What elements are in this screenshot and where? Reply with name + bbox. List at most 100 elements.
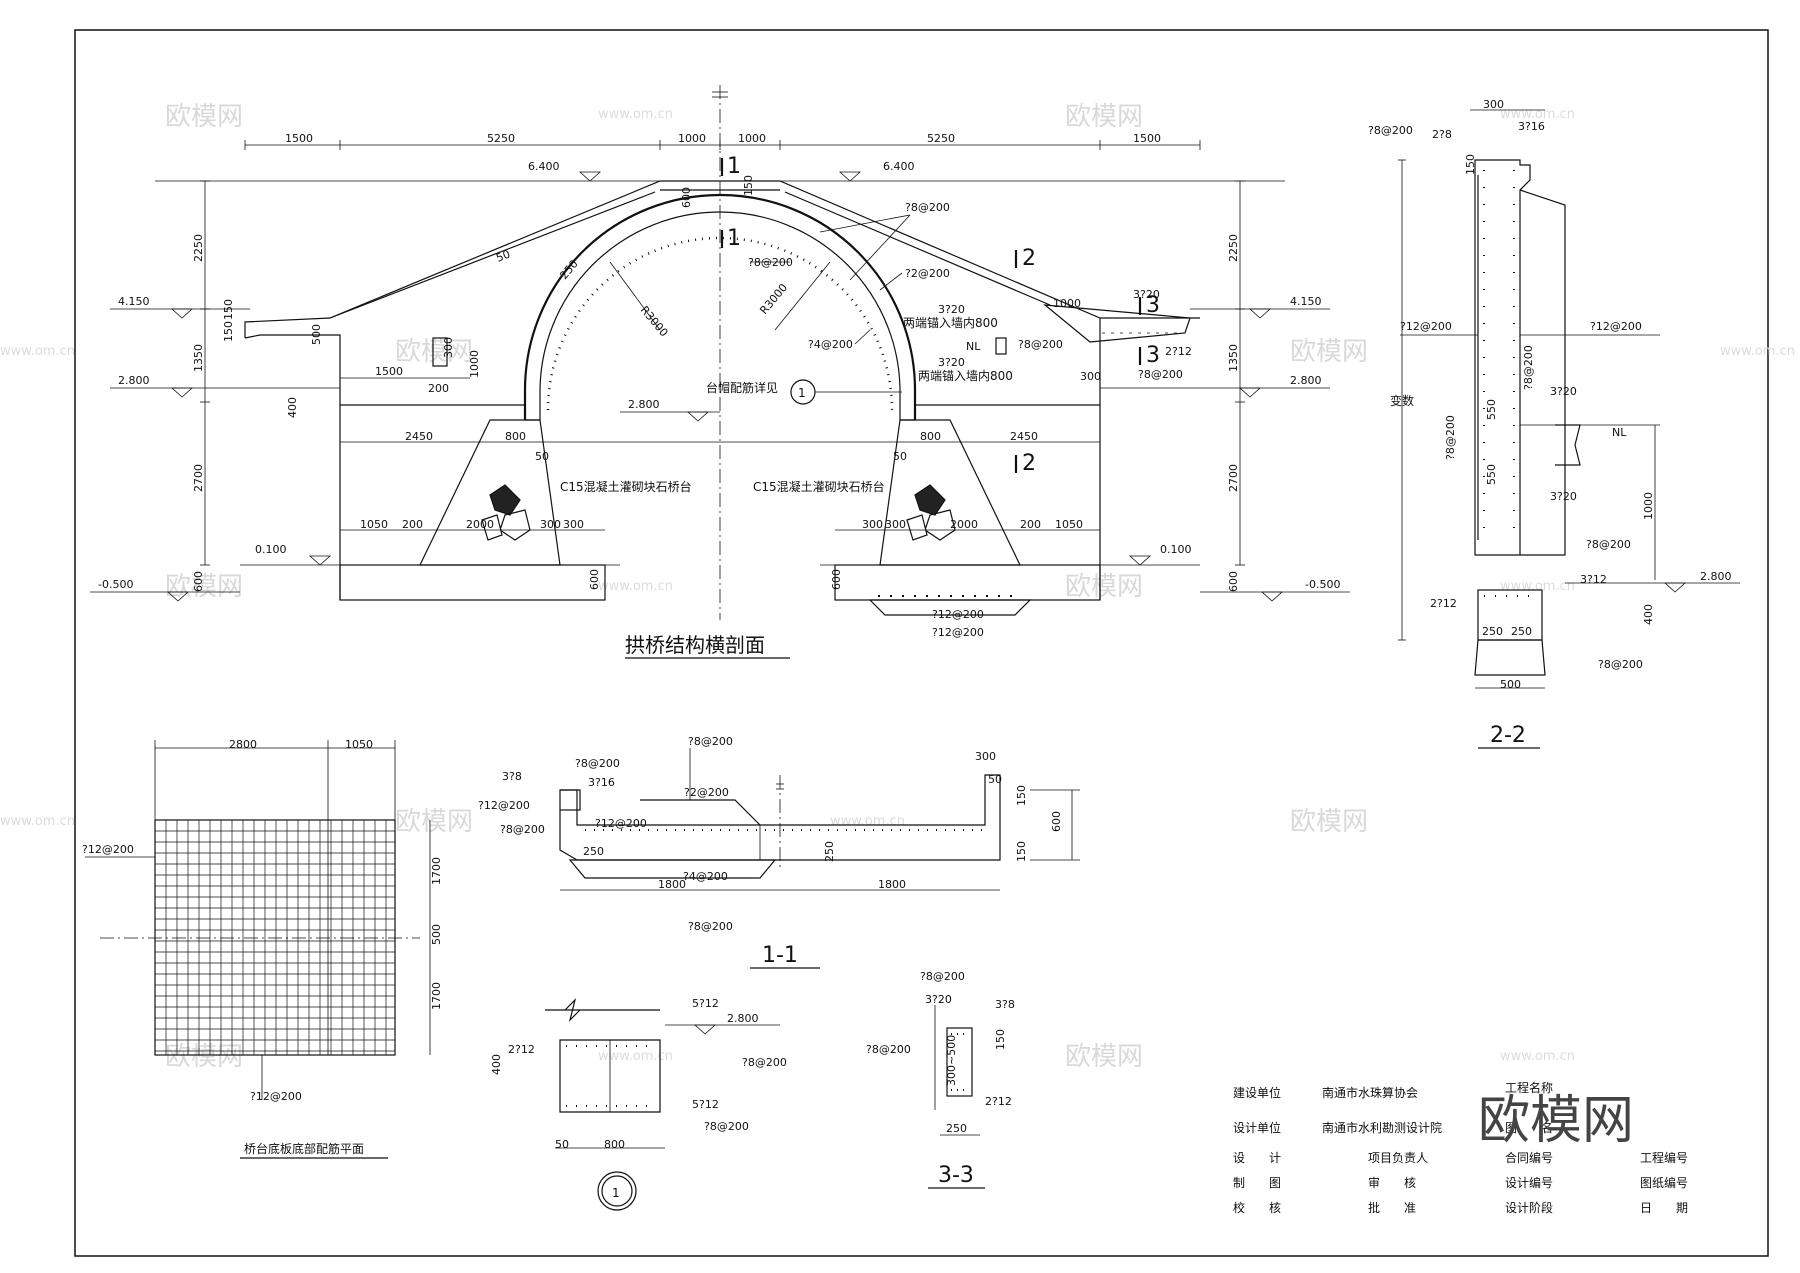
svg-text:550: 550 bbox=[1485, 399, 1498, 420]
svg-text:?12@200: ?12@200 bbox=[250, 1090, 302, 1103]
svg-text:4.150: 4.150 bbox=[1290, 295, 1322, 308]
svg-text:1800: 1800 bbox=[658, 878, 686, 891]
watermark-url: www.om.cn bbox=[830, 814, 905, 829]
svg-text:6.400: 6.400 bbox=[883, 160, 915, 173]
svg-text:5250: 5250 bbox=[927, 132, 955, 145]
svg-text:3?20: 3?20 bbox=[1550, 385, 1577, 398]
svg-text:0.100: 0.100 bbox=[255, 543, 287, 556]
svg-text:R3000: R3000 bbox=[757, 281, 790, 317]
svg-text:工程编号: 工程编号 bbox=[1640, 1150, 1688, 1165]
svg-text:?8@200: ?8@200 bbox=[688, 735, 733, 748]
svg-text:500: 500 bbox=[1500, 678, 1521, 691]
svg-text:800: 800 bbox=[604, 1138, 625, 1151]
outer-frame bbox=[74, 29, 1769, 1257]
watermark: 欧模网 bbox=[1290, 807, 1368, 837]
svg-text:200: 200 bbox=[428, 382, 449, 395]
svg-text:5250: 5250 bbox=[487, 132, 515, 145]
svg-text:2.800: 2.800 bbox=[628, 398, 660, 411]
svg-text:600: 600 bbox=[680, 187, 693, 208]
svg-text:600: 600 bbox=[1227, 571, 1240, 592]
section-1-1: 3?8 ?8@200 3?16 ?12@200 ?8@200 ?12@200 2… bbox=[478, 735, 1080, 969]
svg-text:2000: 2000 bbox=[466, 518, 494, 531]
svg-text:2.800: 2.800 bbox=[118, 374, 150, 387]
svg-text:150: 150 bbox=[742, 175, 755, 196]
svg-text:?8@200: ?8@200 bbox=[742, 1056, 787, 1069]
section-3-3: ?8@200 3?20 3?8 ?8@200 300~500 150 2?12 … bbox=[866, 970, 1015, 1189]
svg-text:制 图: 制 图 bbox=[1233, 1176, 1281, 1190]
svg-text:2?12: 2?12 bbox=[1165, 345, 1192, 358]
svg-text:-0.500: -0.500 bbox=[98, 578, 133, 591]
svg-text:?2@200: ?2@200 bbox=[684, 786, 729, 799]
svg-text:1000: 1000 bbox=[1053, 297, 1081, 310]
svg-text:3?16: 3?16 bbox=[1518, 120, 1545, 133]
watermark-url: www.om.cn bbox=[1500, 1049, 1575, 1064]
svg-text:2.800: 2.800 bbox=[1290, 374, 1322, 387]
section-2-2: 300 ?8@200 2?8 3?16 150 ?12@200 ?12@200 … bbox=[1368, 98, 1740, 749]
svg-text:5?12: 5?12 bbox=[692, 997, 719, 1010]
svg-text:400: 400 bbox=[286, 397, 299, 418]
svg-text:500: 500 bbox=[430, 924, 443, 945]
svg-text:设计阶段: 设计阶段 bbox=[1505, 1200, 1553, 1215]
svg-text:150: 150 bbox=[222, 299, 235, 320]
detail-ref-circle-outer bbox=[597, 1171, 637, 1211]
svg-text:?8@200: ?8@200 bbox=[920, 970, 965, 983]
svg-text:R3000: R3000 bbox=[638, 304, 671, 340]
watermark-url: www.om.cn bbox=[598, 107, 673, 122]
svg-text:150: 150 bbox=[1464, 154, 1477, 175]
watermark-url: www.om.cn bbox=[1500, 579, 1575, 594]
svg-text:50: 50 bbox=[494, 247, 512, 264]
svg-text:C15混凝土灌砌块石桥台: C15混凝土灌砌块石桥台 bbox=[753, 479, 885, 494]
svg-text:150: 150 bbox=[994, 1029, 1007, 1050]
svg-text:400: 400 bbox=[1642, 604, 1655, 625]
svg-text:桥台底板底部配筋平面: 桥台底板底部配筋平面 bbox=[244, 1141, 364, 1156]
svg-text:300: 300 bbox=[540, 518, 561, 531]
svg-text:300: 300 bbox=[563, 518, 584, 531]
svg-text:1000: 1000 bbox=[738, 132, 766, 145]
svg-text:1: 1 bbox=[727, 226, 741, 251]
svg-text:3?8: 3?8 bbox=[502, 770, 522, 783]
svg-text:日 期: 日 期 bbox=[1640, 1201, 1688, 1215]
svg-text:3?12: 3?12 bbox=[1580, 573, 1607, 586]
svg-text:600: 600 bbox=[192, 571, 205, 592]
svg-text:800: 800 bbox=[505, 430, 526, 443]
watermark: 欧模网 bbox=[1065, 1042, 1143, 1072]
svg-text:1700: 1700 bbox=[430, 982, 443, 1010]
svg-text:2?12: 2?12 bbox=[985, 1095, 1012, 1108]
svg-text:2: 2 bbox=[1022, 246, 1036, 271]
svg-text:?8@200: ?8@200 bbox=[1444, 415, 1457, 460]
watermark: 欧模网 bbox=[165, 102, 243, 132]
svg-text:3?20: 3?20 bbox=[1133, 288, 1160, 301]
svg-text:-0.500: -0.500 bbox=[1305, 578, 1340, 591]
svg-text:合同编号: 合同编号 bbox=[1505, 1150, 1553, 1165]
svg-text:校 核: 校 核 bbox=[1233, 1200, 1281, 1215]
svg-text:2.800: 2.800 bbox=[1700, 570, 1732, 583]
svg-text:1050: 1050 bbox=[360, 518, 388, 531]
svg-text:2250: 2250 bbox=[192, 234, 205, 262]
svg-text:?12@200: ?12@200 bbox=[478, 799, 530, 812]
watermark: 欧模网 bbox=[395, 807, 473, 837]
svg-text:南通市水珠算协会: 南通市水珠算协会 bbox=[1322, 1085, 1418, 1100]
watermark: 欧模网 bbox=[165, 572, 243, 602]
svg-text:2?12: 2?12 bbox=[508, 1043, 535, 1056]
svg-text:批 准: 批 准 bbox=[1368, 1200, 1416, 1215]
svg-text:3?20: 3?20 bbox=[938, 303, 965, 316]
svg-text:600: 600 bbox=[830, 569, 843, 590]
svg-text:1050: 1050 bbox=[1055, 518, 1083, 531]
svg-text:?12@200: ?12@200 bbox=[932, 626, 984, 639]
svg-text:建设单位: 建设单位 bbox=[1233, 1085, 1281, 1100]
svg-text:图 名: 图 名 bbox=[1505, 1120, 1553, 1135]
svg-text:3?16: 3?16 bbox=[588, 776, 615, 789]
svg-text:50: 50 bbox=[988, 773, 1002, 786]
svg-text:200: 200 bbox=[402, 518, 423, 531]
watermark: 欧模网 bbox=[1065, 102, 1143, 132]
svg-text:2000: 2000 bbox=[950, 518, 978, 531]
svg-text:设计单位: 设计单位 bbox=[1233, 1120, 1281, 1135]
corner-logo: 欧模网 bbox=[1478, 1091, 1634, 1151]
watermark-url: www.om.cn bbox=[0, 344, 75, 359]
svg-text:?8@200: ?8@200 bbox=[704, 1120, 749, 1133]
svg-text:1: 1 bbox=[798, 386, 806, 400]
svg-text:400: 400 bbox=[490, 1054, 503, 1075]
svg-text:1700: 1700 bbox=[430, 857, 443, 885]
svg-text:2800: 2800 bbox=[229, 738, 257, 751]
